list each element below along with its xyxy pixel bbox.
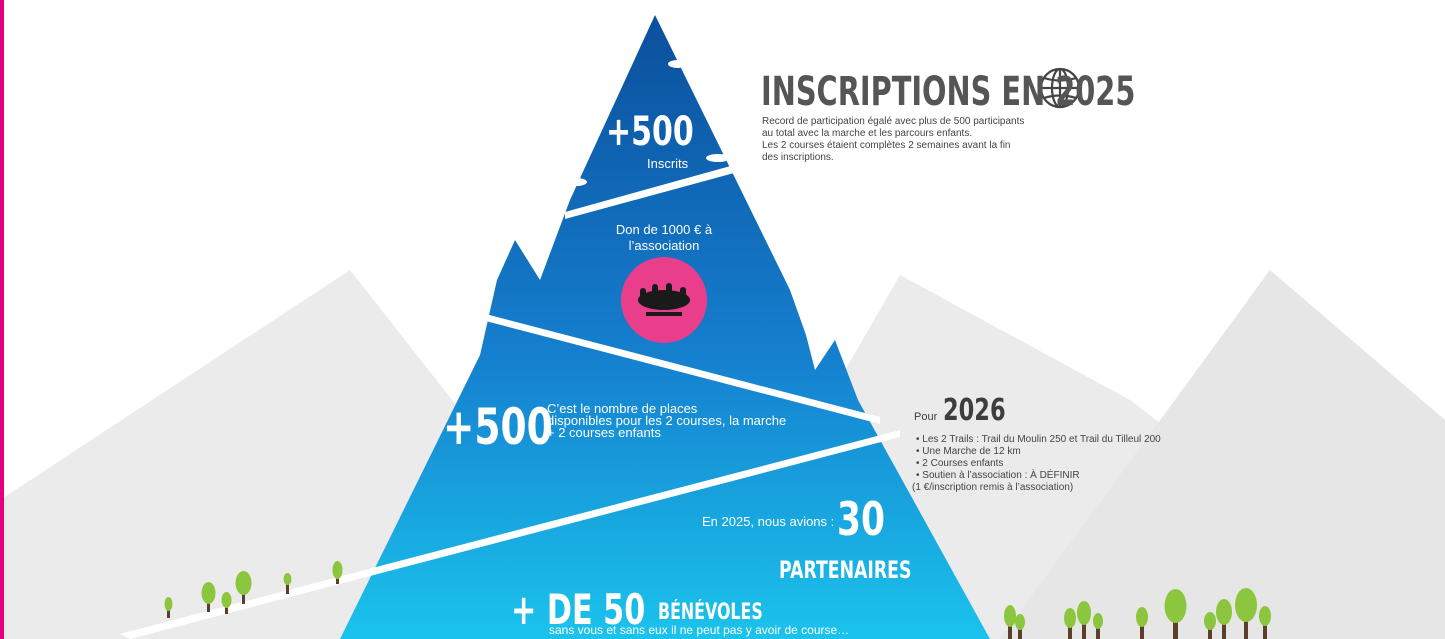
association-logo-mark (638, 283, 690, 316)
plan-year: 2026 (943, 393, 1006, 428)
plan-item: • 2 Courses enfants (916, 458, 1004, 469)
tree-icon (1093, 613, 1103, 639)
back-mountain-far-right (1000, 270, 1445, 639)
volunteers-subtitle: sans vous et sans eux il ne peut pas y a… (549, 623, 850, 637)
cloud (668, 60, 688, 68)
plan-item: (1 €/inscription remis à l’association) (912, 482, 1074, 493)
plan-item: • Les 2 Trails : Trail du Moulin 250 et … (916, 434, 1161, 445)
divider-line-2 (478, 312, 880, 424)
left-accent-border (0, 0, 4, 639)
volunteers-label: BÉNÉVOLES (658, 600, 763, 625)
trees-right (1004, 588, 1271, 639)
cloud (706, 154, 730, 162)
tree-icon (1064, 608, 1076, 639)
tree-icon (1136, 607, 1148, 639)
tree-icon (235, 571, 252, 604)
trees-left (164, 561, 343, 618)
globe-icon (1039, 67, 1081, 109)
tree-icon (1164, 589, 1187, 639)
inscriptions-title: INSCRIPTIONS EN 2025 (761, 69, 1136, 115)
tree-icon (332, 561, 343, 584)
tree-icon (1259, 606, 1271, 639)
plan-item: • Soutien à l’association : À DÉFINIR (916, 470, 1080, 481)
partners-number: 30 (837, 492, 886, 546)
plan-list: • Les 2 Trails : Trail du Moulin 250 et … (912, 434, 1246, 494)
level3-number: +500 (443, 398, 553, 456)
tree-icon (1004, 605, 1016, 639)
level1-label: Inscrits (647, 156, 689, 171)
plan-prefix: Pour (914, 411, 938, 423)
volunteers-number: + DE 50 (511, 585, 646, 634)
partners-intro: En 2025, nous avions : (702, 514, 835, 529)
cloud (565, 178, 587, 186)
tree-icon (1077, 601, 1091, 639)
tree-icon (283, 573, 292, 594)
tree-icon (164, 597, 173, 618)
level1-number: +500 (606, 109, 694, 155)
partners-label: PARTENAIRES (779, 556, 912, 584)
tree-icon (1204, 612, 1216, 639)
tree-icon (1015, 614, 1025, 639)
tree-icon (1216, 599, 1232, 639)
donation-text: Don de 1000 € à l’association (615, 222, 713, 253)
divider-line-1 (565, 162, 745, 219)
tree-icon (221, 592, 232, 614)
tree-icon (201, 582, 216, 612)
plan-item: • Une Marche de 12 km (916, 446, 1021, 457)
tree-icon (1235, 588, 1257, 639)
divider-line-3 (120, 430, 900, 639)
level3-text: C’est le nombre de places disponibles po… (547, 401, 787, 440)
inscriptions-text: Record de participation égalé avec plus … (762, 116, 1025, 163)
